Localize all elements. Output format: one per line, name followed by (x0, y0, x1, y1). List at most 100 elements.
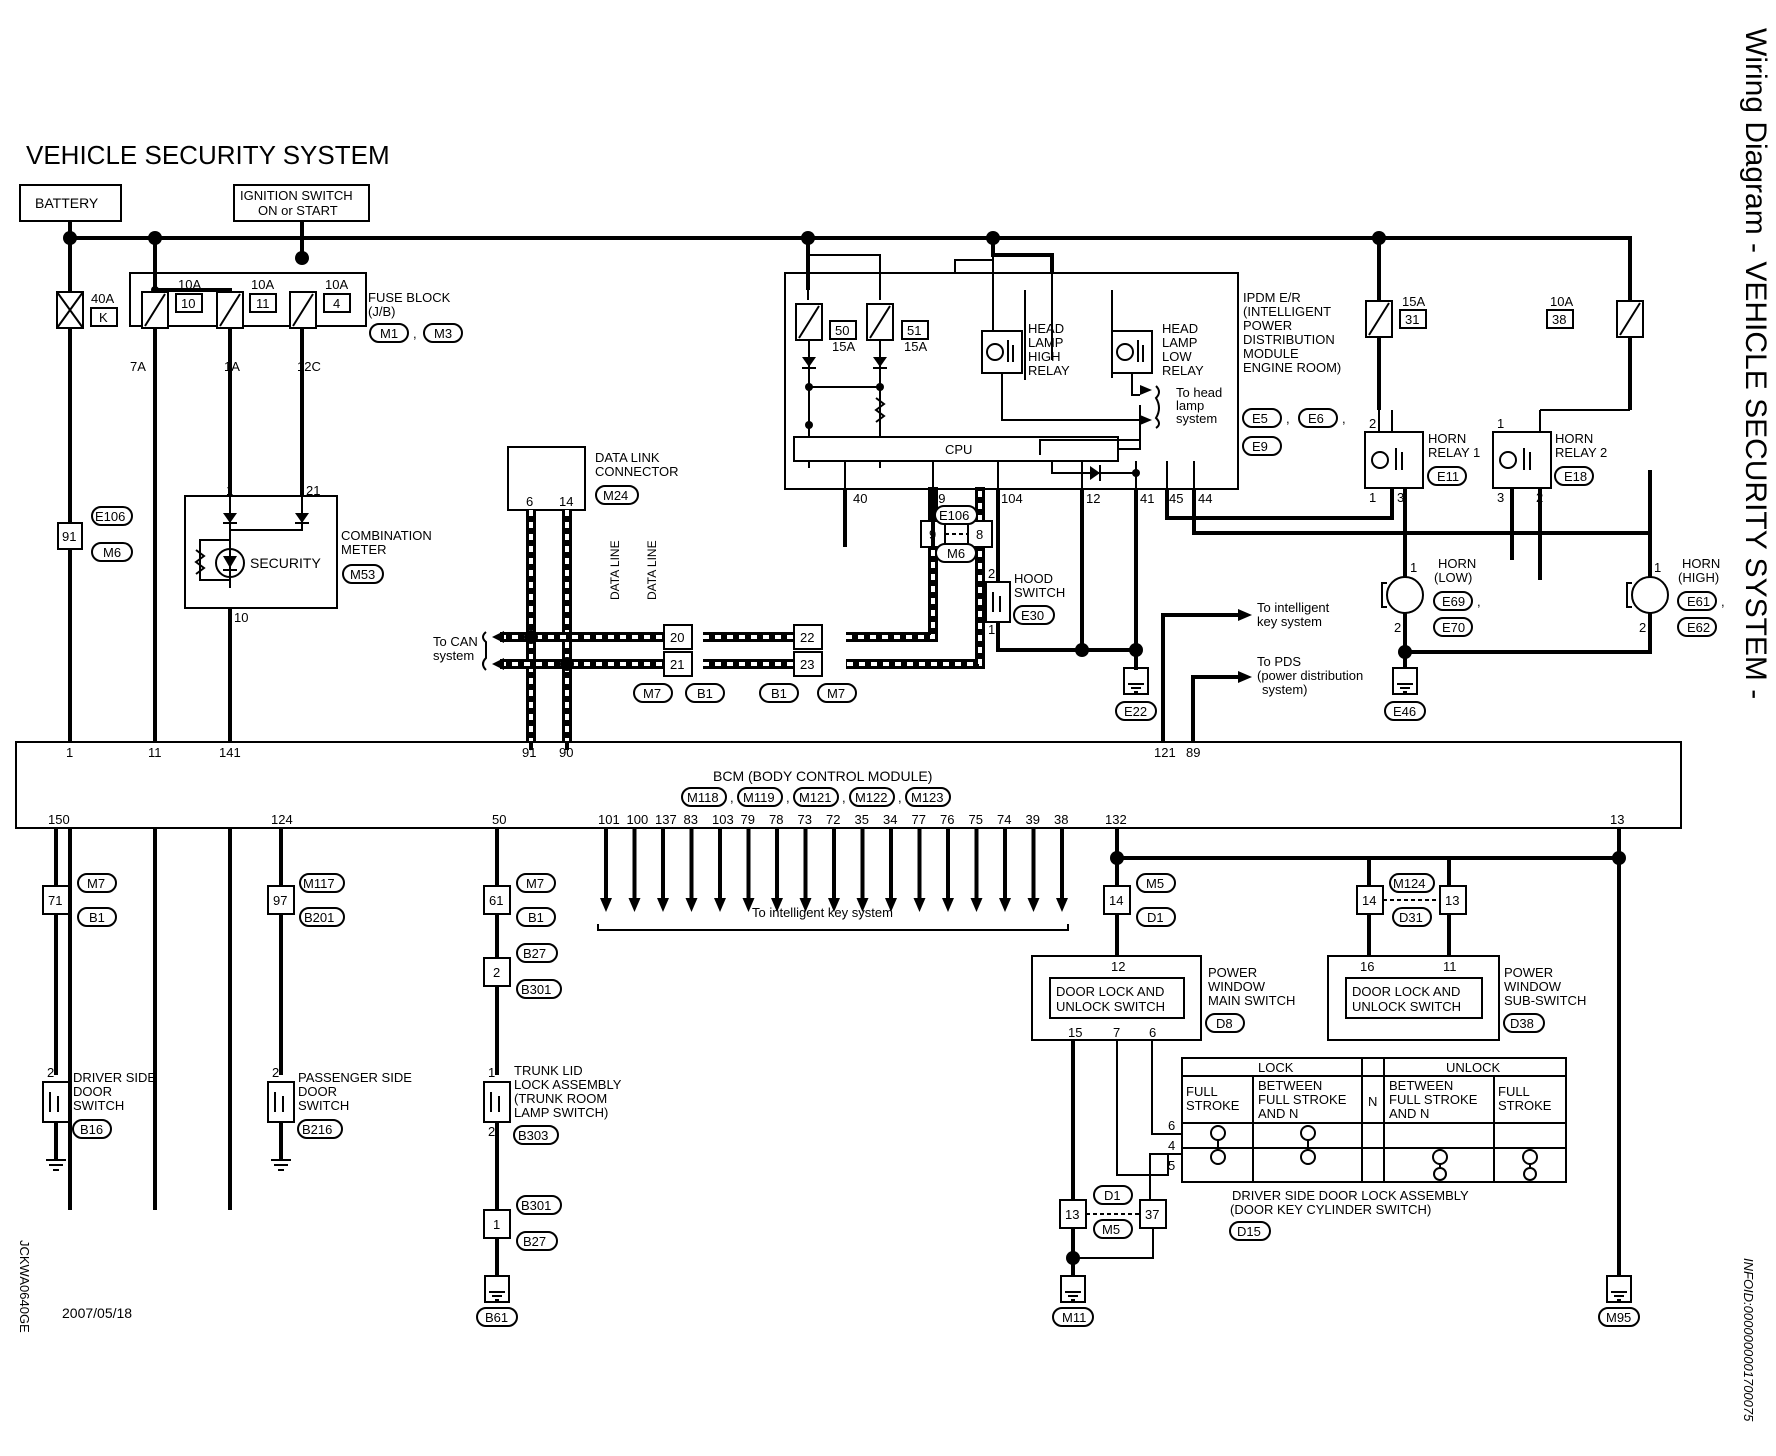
connector-pill (423, 323, 463, 343)
driver-door-switch (42, 1081, 70, 1123)
meter-label-1: COMBINATION (341, 528, 432, 543)
bcm-title: BCM (BODY CONTROL MODULE) (713, 768, 932, 784)
horn-low-icon (1386, 576, 1424, 614)
fuse-mark (144, 293, 166, 327)
pw-main-label-3: MAIN SWITCH (1208, 993, 1295, 1008)
can-label-2: system (433, 648, 474, 663)
pw-sub-pin-11: 11 (1443, 959, 1457, 974)
fuse-num-box (249, 293, 277, 313)
arrow-icon (492, 658, 504, 670)
junction-23-num: 23 (800, 657, 814, 672)
horn-high-pin-1: 1 (1654, 560, 1661, 575)
connector-m5: M5 (1146, 876, 1164, 891)
connector-pill (516, 979, 562, 999)
fuse-pin-1a: 1A (224, 359, 240, 374)
connector-pill (1677, 617, 1717, 637)
junction-14-sub-num: 14 (1362, 893, 1376, 908)
meter-pin-21: 21 (306, 483, 320, 498)
ground-icon (46, 1159, 66, 1171)
diode-icon (802, 357, 816, 367)
connector-d15: D15 (1237, 1224, 1261, 1239)
relay2-pin-3: 3 (1497, 490, 1504, 505)
pw-main-pin-12: 12 (1111, 959, 1125, 974)
bcm-key-pin-label: 75 (969, 812, 983, 827)
connector-m24: M24 (603, 488, 628, 503)
ground-icon (1065, 1291, 1081, 1301)
connector-e106: E106 (95, 509, 125, 524)
ground-icon (1397, 683, 1413, 693)
to-key-1: To intelligent (1257, 600, 1330, 615)
connector-m7: M7 (87, 876, 105, 891)
low-relay-3: LOW (1162, 349, 1192, 364)
fuse-51-num: 51 (907, 323, 921, 338)
cpu-label: CPU (945, 442, 972, 457)
connector-pill (1677, 591, 1717, 611)
svg-text:,: , (786, 790, 790, 805)
switch-contact-icon (274, 1092, 284, 1112)
pw-main-pin-6: 6 (1149, 1025, 1156, 1040)
pw-sub-label-3: SUB-SWITCH (1504, 993, 1586, 1008)
fuse-31-amp: 15A (1402, 294, 1425, 309)
relay-coil-icon (986, 343, 1004, 361)
diode-icon (873, 357, 887, 367)
door-lock-switch-main (1049, 977, 1185, 1019)
door-lock-switch-sub (1345, 977, 1483, 1019)
junction-1-num: 1 (493, 1217, 500, 1232)
connector-pill (1554, 466, 1594, 486)
bcm-pin-89: 89 (1186, 745, 1200, 760)
connector-d8: D8 (1216, 1016, 1233, 1031)
info-id: INFOID:0000000001700075 (1741, 1258, 1756, 1422)
passenger-door-pin: 2 (272, 1065, 279, 1080)
connector-e69: E69 (1442, 594, 1465, 609)
horn-high-icon (1631, 576, 1669, 614)
connector-b1: B1 (771, 686, 787, 701)
connector-pill (737, 787, 783, 807)
driver-door-pin: 2 (47, 1065, 54, 1080)
connector-d38: D38 (1510, 1016, 1534, 1031)
svg-text:,: , (413, 326, 417, 341)
pw-main-inner-1: DOOR LOCK AND (1056, 984, 1164, 999)
connector-pill (685, 683, 725, 703)
unlock-between-2: FULL STROKE (1389, 1092, 1478, 1107)
horn-high-fuse-feed (1379, 236, 1632, 410)
low-relay-2: LAMP (1162, 335, 1197, 350)
fuse-mark (1368, 302, 1390, 336)
resistor-icon (194, 549, 206, 575)
ipdm-pin-44: 44 (1198, 491, 1212, 506)
head-lamp-2: lamp (1176, 398, 1204, 413)
pw-sub-inner-2: UNLOCK SWITCH (1352, 999, 1461, 1014)
arrow-icon (714, 898, 726, 912)
arrow-icon (628, 898, 641, 912)
connector-pill (516, 907, 556, 927)
junction-37 (1139, 1199, 1167, 1229)
bcm-key-pin-label: 137 (655, 812, 677, 827)
connector-pill (1433, 617, 1473, 637)
relay2-label-2: RELAY 2 (1555, 445, 1607, 460)
connector-pill (1136, 907, 1176, 927)
relay-coil-icon (1116, 343, 1134, 361)
connector-pill (91, 542, 133, 562)
connector-m119: M119 (743, 790, 775, 805)
connector-pill (1093, 1219, 1133, 1239)
connector-b201: B201 (304, 910, 334, 925)
trunk-pin-1: 1 (488, 1065, 495, 1080)
arrow-icon (492, 631, 504, 643)
fuse-50-num: 50 (835, 323, 849, 338)
connector-b216: B216 (302, 1122, 332, 1137)
unlock-between-1: BETWEEN (1389, 1078, 1453, 1093)
junction-20-num: 20 (670, 630, 684, 645)
bcm-pin-1: 1 (66, 745, 73, 760)
junction-1 (483, 1209, 511, 1239)
ground-icon (489, 1291, 505, 1301)
bcm-key-pin-label: 35 (855, 812, 869, 827)
low-relay-4: RELAY (1162, 363, 1204, 378)
figure-code: JCKWA0640GE (17, 1240, 32, 1333)
relay-coil-icon (1371, 451, 1389, 469)
fusible-link-num: K (99, 310, 108, 325)
bcm-key-pin-label: 39 (1026, 812, 1040, 827)
bcm-key-pin-label: 100 (627, 812, 649, 827)
pw-sub-pin-16: 16 (1360, 959, 1374, 974)
bcm-pin-90: 90 (559, 745, 573, 760)
unlock-full-1: FULL (1498, 1084, 1530, 1099)
